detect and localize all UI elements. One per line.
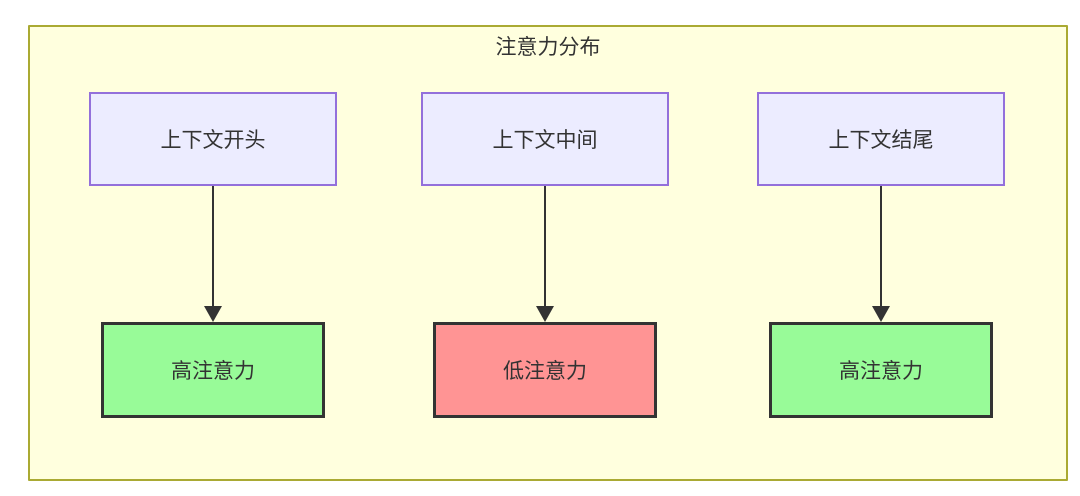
arrow-line xyxy=(212,186,214,308)
arrowhead-icon xyxy=(536,306,554,322)
arrow xyxy=(89,186,337,322)
column-context-middle: 上下文中间 低注意力 xyxy=(421,92,669,418)
node-label: 上下文开头 xyxy=(160,129,266,152)
column-context-start: 上下文开头 高注意力 xyxy=(89,92,337,418)
arrowhead-icon xyxy=(872,306,890,322)
result-node-high-attention: 高注意力 xyxy=(101,322,325,418)
source-node-context-start: 上下文开头 xyxy=(89,92,337,186)
node-label: 低注意力 xyxy=(503,360,587,383)
node-label: 高注意力 xyxy=(839,360,923,383)
node-label: 上下文中间 xyxy=(492,129,598,152)
diagram-title: 注意力分布 xyxy=(495,36,601,59)
arrow-line xyxy=(544,186,546,308)
source-node-context-middle: 上下文中间 xyxy=(421,92,669,186)
node-label: 高注意力 xyxy=(171,360,255,383)
arrow-line xyxy=(880,186,882,308)
arrow xyxy=(421,186,669,322)
arrow xyxy=(757,186,1005,322)
node-label: 上下文结尾 xyxy=(828,129,934,152)
arrowhead-icon xyxy=(204,306,222,322)
result-node-high-attention: 高注意力 xyxy=(769,322,993,418)
source-node-context-end: 上下文结尾 xyxy=(757,92,1005,186)
column-context-end: 上下文结尾 高注意力 xyxy=(757,92,1005,418)
result-node-low-attention: 低注意力 xyxy=(433,322,657,418)
